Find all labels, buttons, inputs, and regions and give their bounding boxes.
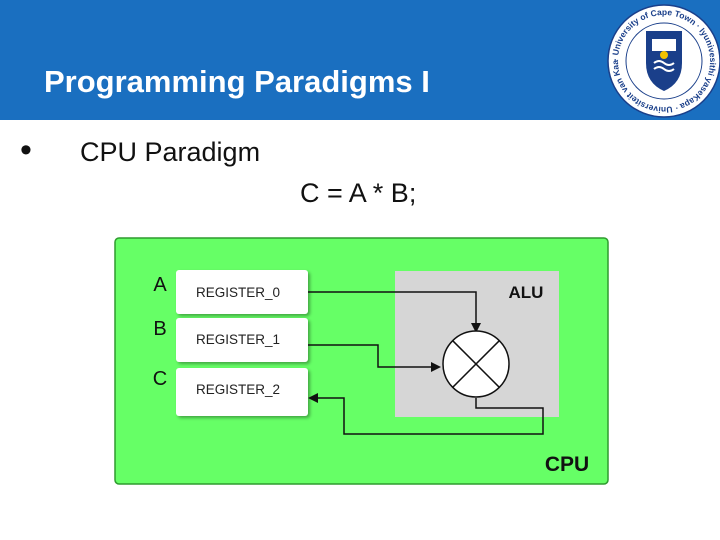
equation: C = A * B; [300,178,417,208]
register-0-box [176,270,308,314]
register-1-box [176,318,308,362]
register-1-name: REGISTER_1 [196,332,280,347]
register-2-name: REGISTER_2 [196,382,280,397]
header-band [0,0,720,120]
wire-register1-to-alu [308,344,441,372]
wire-alu-to-register2 [308,393,544,435]
bullet-text: CPU Paradigm [80,137,261,167]
alu-label: ALU [509,283,544,302]
wire-register0-to-alu [308,291,481,333]
cpu-label: CPU [545,453,589,476]
bullet-dot-icon: • [20,131,32,169]
register-0-name: REGISTER_0 [196,285,280,300]
register-var-c: C [153,368,167,390]
uct-logo: · University of Cape Town · Iyunivesithi… [606,3,720,118]
slide-title: Programming Paradigms I [44,64,430,99]
multiply-icon [442,330,510,398]
register-var-a: A [153,274,167,296]
register-var-b: B [153,318,166,340]
register-2-box [176,368,308,416]
